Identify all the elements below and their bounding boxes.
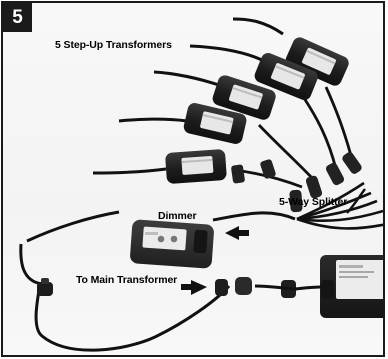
step-up-transformer-2 — [254, 53, 318, 101]
step-up-transformer-3 — [212, 75, 276, 120]
label-dimmer: Dimmer — [158, 210, 197, 222]
splitter-connectors — [231, 152, 362, 213]
label-five-way-splitter: 5-Way Splitter — [279, 196, 348, 208]
left-connector — [37, 278, 53, 296]
step-up-transformer-4 — [183, 103, 247, 144]
wiring-photo — [19, 17, 383, 352]
step-number-badge: 5 — [3, 3, 32, 32]
arrow-icon — [181, 280, 207, 295]
step-up-transformer-5 — [165, 149, 227, 184]
step-up-transformer-1 — [285, 37, 349, 86]
label-step-up-transformers: 5 Step-Up Transformers — [55, 39, 172, 51]
arrow-icon — [225, 226, 249, 240]
label-to-main-transformer: To Main Transformer — [76, 274, 178, 286]
main-connectors — [215, 277, 322, 298]
main-transformer — [320, 255, 383, 318]
dimmer-box — [130, 219, 214, 269]
